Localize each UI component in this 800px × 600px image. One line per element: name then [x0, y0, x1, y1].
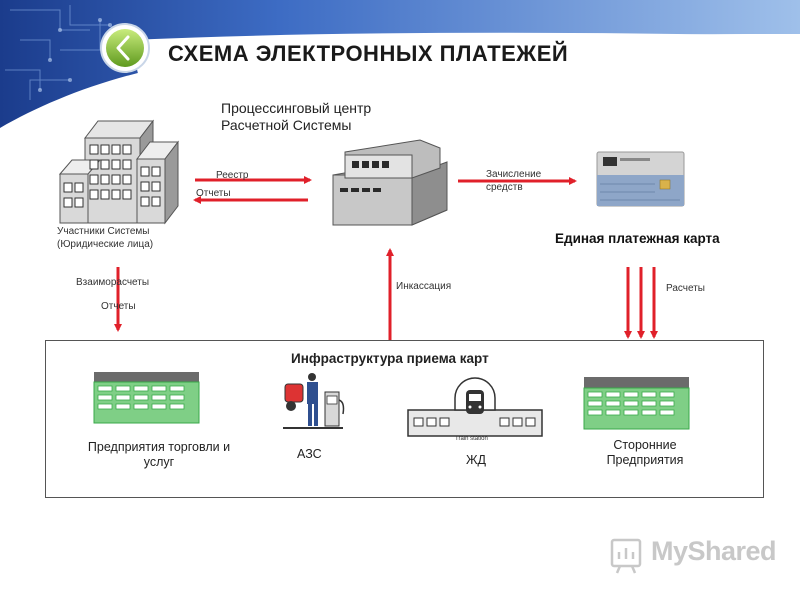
- crediting-line1: Зачисление: [486, 169, 542, 180]
- processing-center-line2: Расчетной Системы: [221, 117, 352, 133]
- processing-center-icon: [332, 139, 448, 226]
- gas-station-label: АЗС: [297, 447, 322, 461]
- participants-label: Участники Системы (Юридические лица): [57, 225, 153, 251]
- trade-line2: услуг: [143, 455, 175, 469]
- header-band: [0, 0, 800, 128]
- gas-station-icon: [283, 373, 345, 430]
- settlements-label: Расчеты: [666, 283, 705, 294]
- participants-line2: (Юридические лица): [57, 239, 154, 250]
- card-label: Единая платежная карта: [555, 231, 720, 246]
- payment-card-icon: [596, 151, 685, 207]
- third-party-label: Сторонние Предприятия: [585, 438, 705, 468]
- processing-center-line1: Процессинговый центр: [221, 100, 372, 116]
- watermark-text: MyShared: [650, 536, 777, 566]
- crediting-line2: средств: [486, 182, 523, 193]
- office-building-icon: [58, 119, 180, 225]
- enterprise-building-icon: [583, 377, 690, 430]
- train-station-icon: [407, 377, 543, 437]
- page-title: СХЕМА ЭЛЕКТРОННЫХ ПЛАТЕЖЕЙ: [168, 41, 569, 66]
- railway-label: ЖД: [466, 453, 487, 467]
- back-button[interactable]: [100, 20, 152, 76]
- reports-left-label: Отчеты: [101, 301, 136, 312]
- third-party-line2: Предприятия: [606, 453, 684, 467]
- third-party-line1: Сторонние: [613, 438, 677, 452]
- shop-building-icon: [93, 372, 200, 424]
- crediting-label: Зачисление средств: [486, 168, 541, 194]
- trade-line1: Предприятия торговли и: [87, 440, 231, 454]
- arrows: [114, 176, 658, 340]
- watermark-logo-icon: [610, 538, 642, 574]
- registry-label: Реестр: [216, 170, 249, 181]
- processing-center-label: Процессинговый центр Расчетной Системы: [221, 100, 371, 134]
- reports-top-label: Отчеты: [196, 188, 231, 199]
- trade-label: Предприятия торговли и услуг: [78, 440, 240, 470]
- participants-line1: Участники Системы: [57, 226, 150, 237]
- back-arrow-icon: [116, 35, 130, 61]
- collection-label: Инкассация: [396, 281, 452, 292]
- mutual-settlements-label: Взаиморасчеты: [76, 277, 150, 288]
- infrastructure-title: Инфраструктура приема карт: [291, 351, 489, 366]
- train-sign-label: Train station: [455, 436, 488, 442]
